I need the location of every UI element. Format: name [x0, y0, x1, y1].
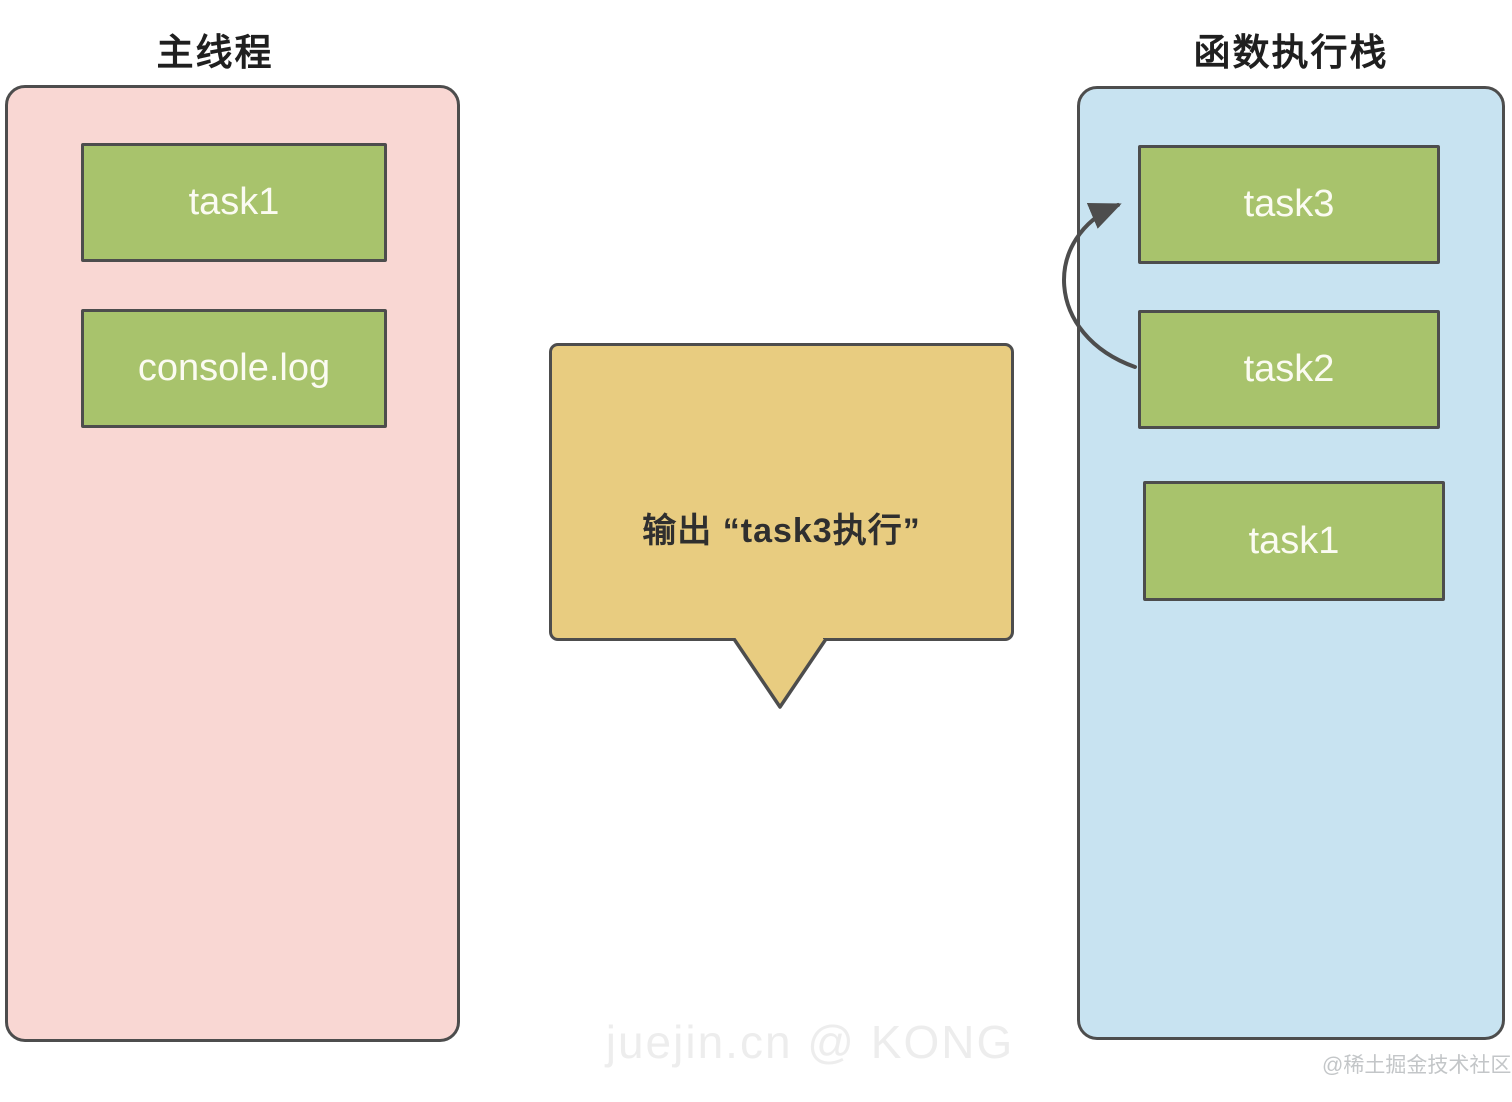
watermark-juejin: juejin.cn @ KONG — [605, 1016, 1015, 1068]
main-thread-task1-label: task1 — [188, 181, 280, 223]
main-thread-panel: task1 console.log — [5, 85, 460, 1042]
call-stack-panel: task3 task2 task1 — [1077, 86, 1505, 1040]
call-stack-task3-label: task3 — [1243, 183, 1335, 225]
arrow-task2-to-task3-icon — [1062, 202, 1137, 369]
output-speech-bubble-text: 输出 “task3执行” — [642, 511, 921, 550]
main-thread-console-log-box: console.log — [81, 309, 387, 428]
call-stack-task1-label: task1 — [1248, 519, 1340, 562]
call-stack-title: 函数执行栈 — [1193, 32, 1389, 73]
call-stack-task2-label: task2 — [1243, 348, 1335, 390]
watermark-community: @稀土掘金技术社区 — [1322, 1054, 1512, 1077]
speech-bubble-tail — [732, 638, 827, 709]
call-stack-task2-box: task2 — [1138, 310, 1440, 429]
main-thread-task1-box: task1 — [81, 143, 387, 262]
main-thread-console-log-label: console.log — [137, 347, 331, 389]
call-stack-task1-box: task1 — [1143, 481, 1445, 601]
main-thread-title: 主线程 — [156, 32, 274, 73]
output-speech-bubble: 输出 “task3执行” — [549, 343, 1014, 641]
call-stack-task3-box: task3 — [1138, 145, 1440, 264]
